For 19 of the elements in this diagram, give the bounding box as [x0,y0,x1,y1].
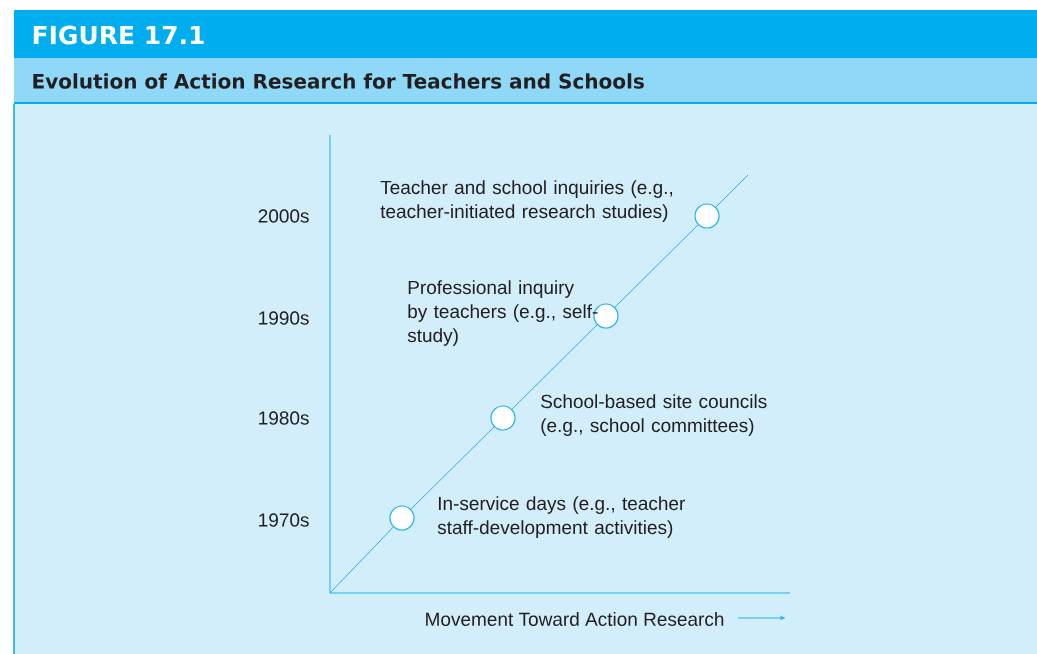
decade-label: 1980s [259,411,309,425]
decade-label: 2000s [258,209,309,223]
decade-label: 1990s [259,311,309,325]
decade-label: 1970s [259,513,309,527]
trend-line [329,526,394,594]
title-band: Evolution of Action Research for Teachers and Schools [13,58,1037,104]
trend-line [511,324,598,410]
circle-marker [490,405,516,431]
trend-line [715,174,749,208]
axis-label: Movement Toward Action Research [426,612,724,626]
header-band: FIGURE 17.1 [14,10,1037,58]
milestone-text: Teacher and school inquiries (e.g., teacher-initiated research studies) [380,180,673,222]
milestone-text: School-based site councils (e.g., school committees) [541,394,767,436]
circle-marker [389,505,415,531]
circle-marker [694,203,720,229]
trend-line [410,426,495,510]
milestone-text: Professional inquiry by teachers (e.g., self-study) [407,280,598,346]
trend-line [614,224,699,308]
milestone-text: In-service days (e.g., teacher staff-development activities) [437,496,685,538]
